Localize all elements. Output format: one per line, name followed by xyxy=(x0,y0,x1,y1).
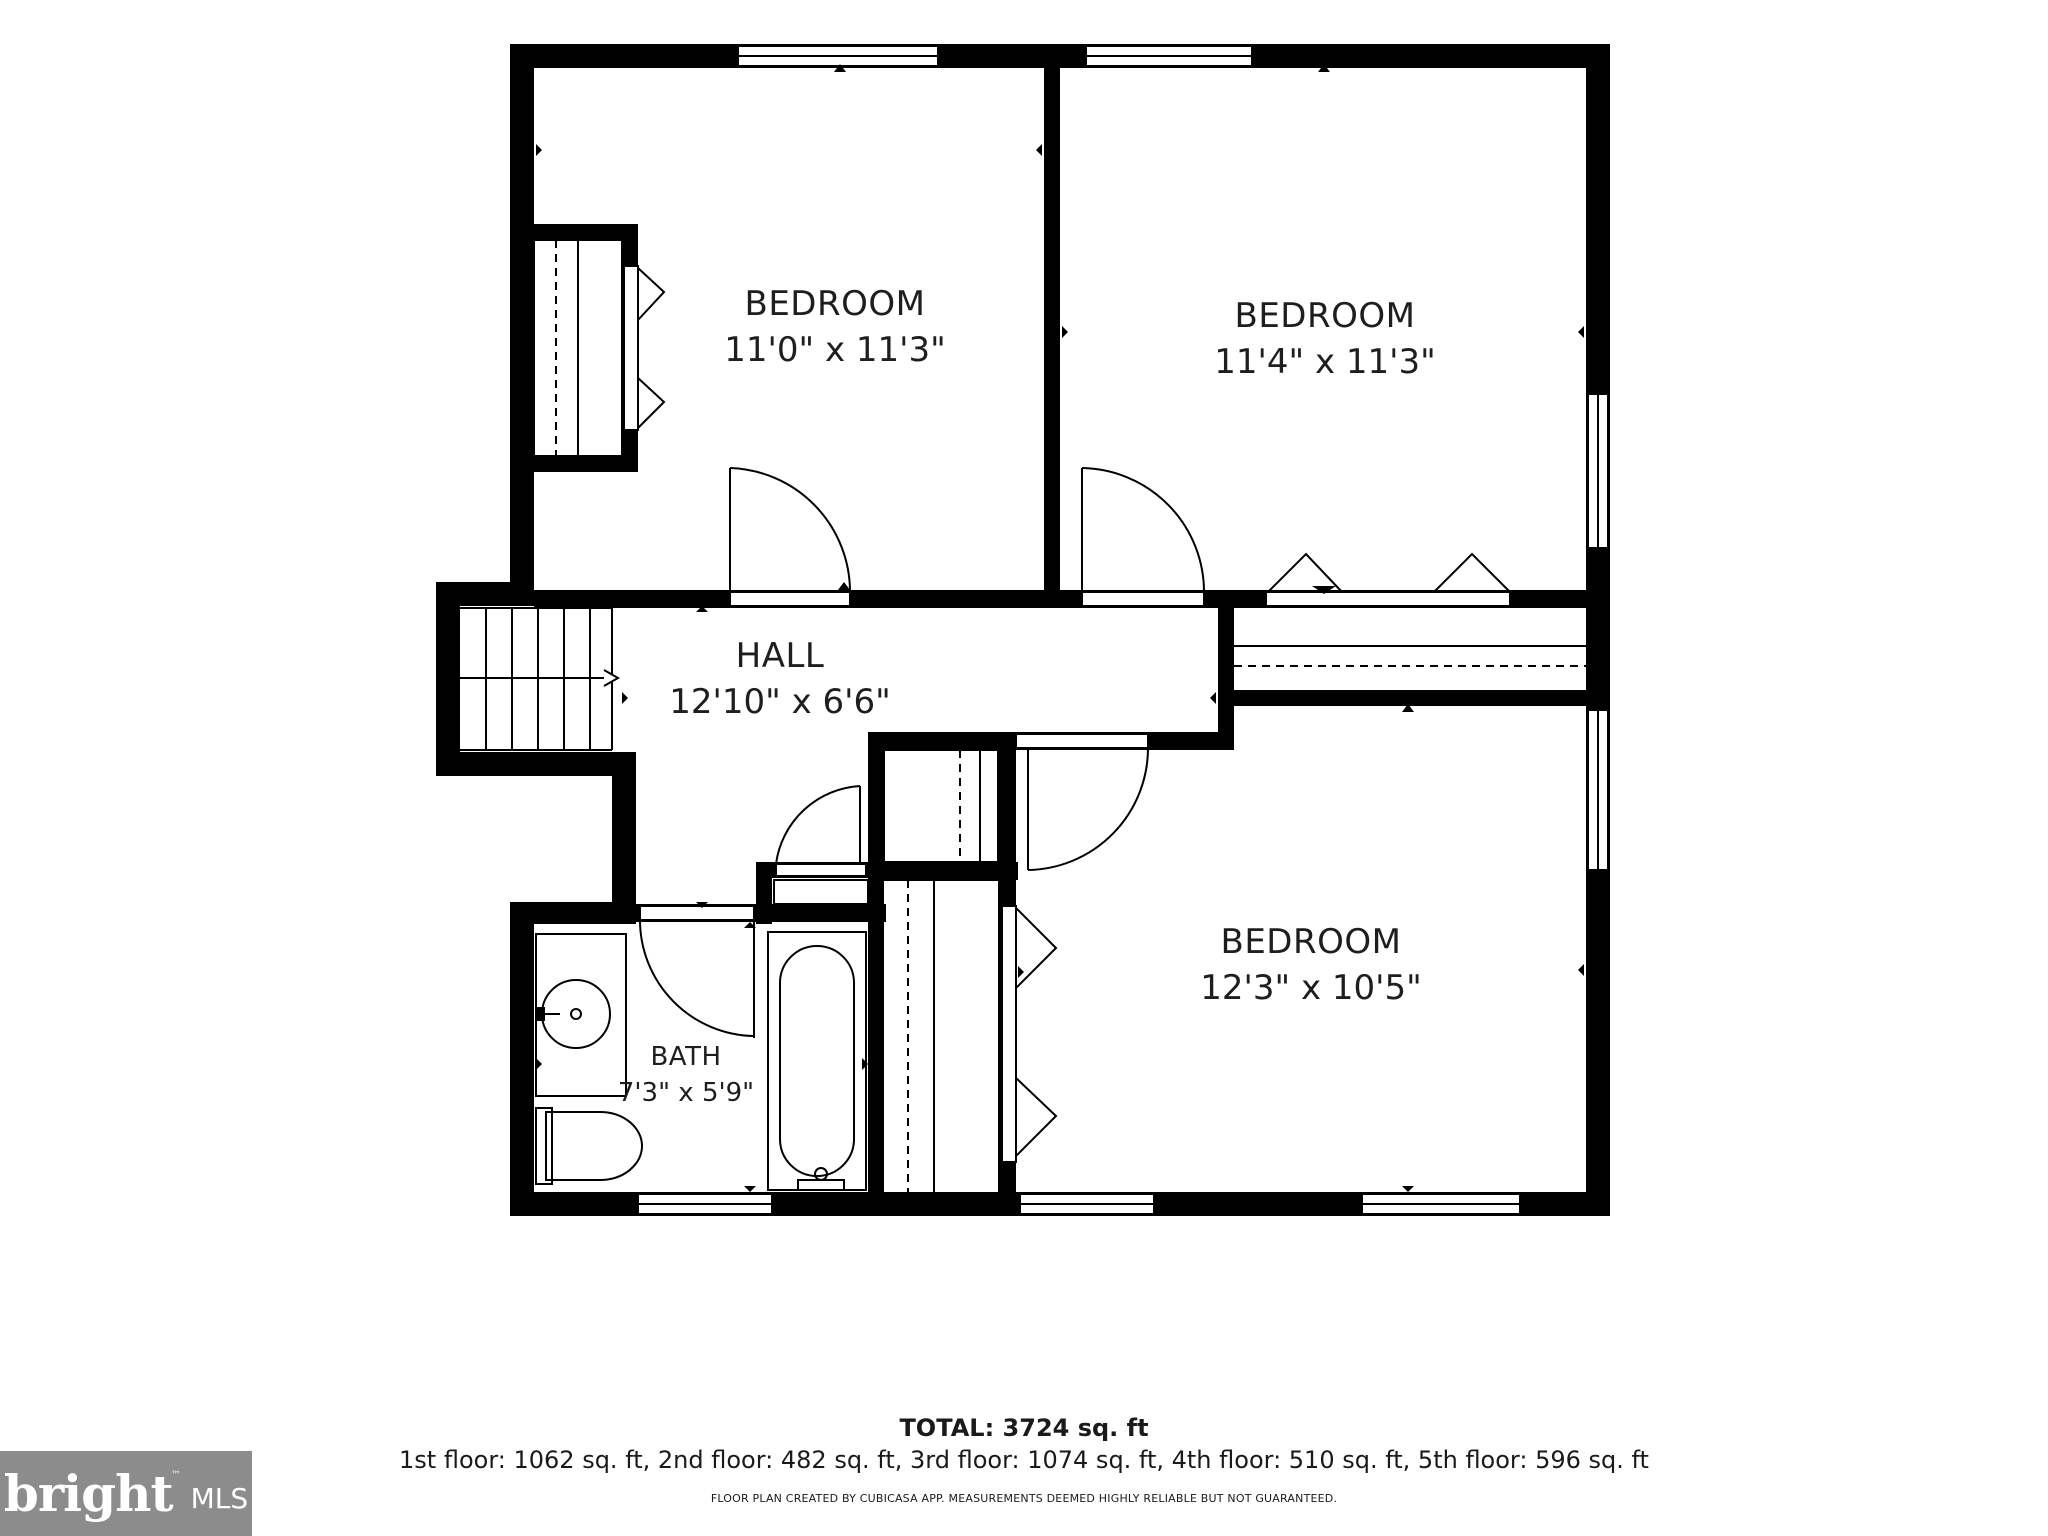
total-area: TOTAL: 3724 sq. ft xyxy=(899,1414,1149,1442)
room-label-bedroom-1: BEDROOM 11'0" x 11'3" xyxy=(710,284,960,370)
room-name: BATH xyxy=(650,1042,722,1072)
wall-stair-right xyxy=(612,752,636,922)
wall-closet1-top xyxy=(534,224,638,240)
logo-brand: bright xyxy=(3,1464,174,1523)
wall-bedrooms-divider xyxy=(1044,44,1060,600)
bath-fixtures xyxy=(535,931,867,1191)
wall-hall-top xyxy=(534,590,1234,608)
room-dimensions: 12'3" x 10'5" xyxy=(1200,968,1422,1008)
room-label-hall: HALL 12'10" x 6'6" xyxy=(660,636,900,722)
room-label-bath: BATH 7'3" x 5'9" xyxy=(606,1042,766,1108)
wall-bath-tub-left xyxy=(756,904,766,924)
vanity xyxy=(535,933,627,1097)
room-label-bedroom-3: BEDROOM 12'3" x 10'5" xyxy=(1186,922,1436,1008)
wall-closet1-right xyxy=(622,224,638,266)
room-dimensions: 12'10" x 6'6" xyxy=(669,682,891,722)
room-dimensions: 11'0" x 11'3" xyxy=(724,330,946,370)
room-dimensions: 11'4" x 11'3" xyxy=(1214,342,1436,382)
wall-closet3-left xyxy=(868,880,884,1216)
bright-mls-logo: bright ™ MLS xyxy=(0,1451,252,1536)
closets-and-stairs xyxy=(460,239,1586,1192)
wall-stair-left xyxy=(436,582,460,776)
toilet-icon xyxy=(545,1111,643,1181)
doors xyxy=(623,265,1511,1163)
wall-closet-bottom xyxy=(1218,690,1610,706)
room-dimensions: 7'3" x 5'9" xyxy=(617,1078,755,1108)
wall-bath-top-left xyxy=(510,902,636,924)
disclaimer: FLOOR PLAN CREATED BY CUBICASA APP. MEAS… xyxy=(710,1492,1338,1505)
room-name: BEDROOM xyxy=(1220,922,1402,962)
wall-right xyxy=(1586,44,1610,1216)
wall-stair-bottom xyxy=(436,752,636,776)
room-name: BEDROOM xyxy=(744,284,926,324)
room-name: BEDROOM xyxy=(1234,296,1416,336)
wall-left-lower xyxy=(510,902,534,1216)
walls xyxy=(436,44,1610,1216)
room-label-bedroom-2: BEDROOM 11'4" x 11'3" xyxy=(1200,296,1450,382)
wall-closet-left xyxy=(1218,590,1234,750)
logo-trademark: ™ xyxy=(170,1470,181,1481)
logo-suffix: MLS xyxy=(190,1482,249,1515)
wall-closet1-bottom xyxy=(534,456,638,472)
wall-bedroom3-right-stub xyxy=(998,880,1016,910)
wall-left-upper xyxy=(510,44,534,594)
floor-areas: 1st floor: 1062 sq. ft, 2nd floor: 482 s… xyxy=(399,1446,1649,1474)
windows xyxy=(637,45,1609,1215)
wall-linen-bottom xyxy=(868,862,1018,880)
room-name: HALL xyxy=(735,636,825,676)
wall-linen-left xyxy=(868,732,884,902)
tick-markers xyxy=(536,64,1584,1192)
